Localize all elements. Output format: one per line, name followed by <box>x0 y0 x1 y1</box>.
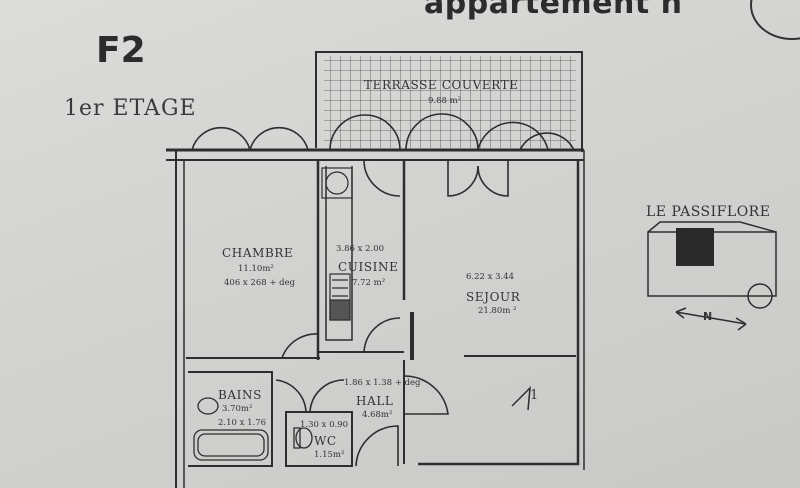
chambre-dims: 406 x 268 + deg <box>224 278 296 288</box>
hall-name: HALL <box>356 394 394 408</box>
door-swing-chambre-2 <box>249 126 309 151</box>
wc-dims: 1.30 x 0.90 <box>300 420 349 430</box>
door-swing-cuisine-hall <box>363 317 401 353</box>
toilet <box>295 427 313 449</box>
sink-grille <box>332 279 348 297</box>
outer-wall-right <box>418 160 580 466</box>
door-swing-entry <box>355 425 399 467</box>
door-swing-chambre <box>281 333 319 359</box>
stove-burner-icon <box>325 171 349 195</box>
apartment-type: F2 <box>96 30 146 71</box>
bains-dims: 2.10 x 1.76 <box>218 418 267 428</box>
residence-outline <box>647 231 777 297</box>
compass-arrow-left-icon <box>675 307 687 319</box>
toilet-tank <box>293 427 301 449</box>
door-swing-sejour-inner-1 <box>447 160 479 197</box>
floor-label: 1er ETAGE <box>64 96 197 121</box>
residence-name: LE PASSIFLORE <box>646 204 771 220</box>
entry-arrow-icon <box>511 386 531 411</box>
door-swing-sejour-inner-2 <box>477 160 509 197</box>
door-swing-sejour-1 <box>405 113 479 151</box>
sejour-name: SEJOUR <box>466 290 521 304</box>
door-swing-wc <box>309 379 345 413</box>
wall-wc <box>285 411 353 467</box>
door-swing-sejour-2 <box>477 121 549 151</box>
apartment-heading: appartement n <box>424 0 683 21</box>
sejour-area: 21.80m ² <box>478 306 517 316</box>
entry-mark: 1 <box>530 388 539 403</box>
bains-area: 3.70m² <box>222 404 253 414</box>
wc-name: WC <box>314 434 337 448</box>
kitchen-counter <box>325 166 353 341</box>
cuisine-dims: 3.86 x 2.00 <box>336 244 385 254</box>
residence-corner <box>747 283 773 309</box>
door-swing-chambre-1 <box>191 126 251 151</box>
compass-arrow-right-icon <box>735 317 747 331</box>
chambre-name: CHAMBRE <box>222 246 294 260</box>
washbasin <box>197 397 219 415</box>
terrace-tiles <box>324 56 576 148</box>
apartment-location-marker <box>676 228 714 266</box>
stove <box>321 167 353 199</box>
door-swing-cuisine <box>329 114 401 151</box>
wc-area: 1.15m² <box>314 450 345 460</box>
door-swing-sejour-3 <box>519 132 575 151</box>
door-swing-bains <box>275 379 307 413</box>
door-swing-cuisine-inner <box>363 159 401 197</box>
terrace-wall <box>315 51 583 152</box>
cuisine-name: CUISINE <box>338 260 399 274</box>
sejour-dims: 6.22 x 3.44 <box>466 272 515 282</box>
compass-north: N <box>703 310 713 323</box>
terrace-area: 9.88 m² <box>428 96 462 106</box>
bains-name: BAINS <box>218 388 262 402</box>
hall-area: 4.68m² <box>362 410 393 420</box>
compass-line <box>675 311 747 325</box>
chambre-area: 11.10m² <box>238 264 274 274</box>
cuisine-area: 7.72 m² <box>352 278 386 288</box>
residence-roof <box>647 221 777 233</box>
bathtub-inner <box>197 433 265 457</box>
terrace-name: TERRASSE COUVERTE <box>364 78 519 92</box>
wall-bains <box>188 371 273 467</box>
bathtub <box>193 429 269 461</box>
hall-dims: 1.86 x 1.38 + deg <box>344 378 421 388</box>
appliance-block <box>329 299 351 321</box>
door-swing-sejour-hall <box>403 375 449 415</box>
